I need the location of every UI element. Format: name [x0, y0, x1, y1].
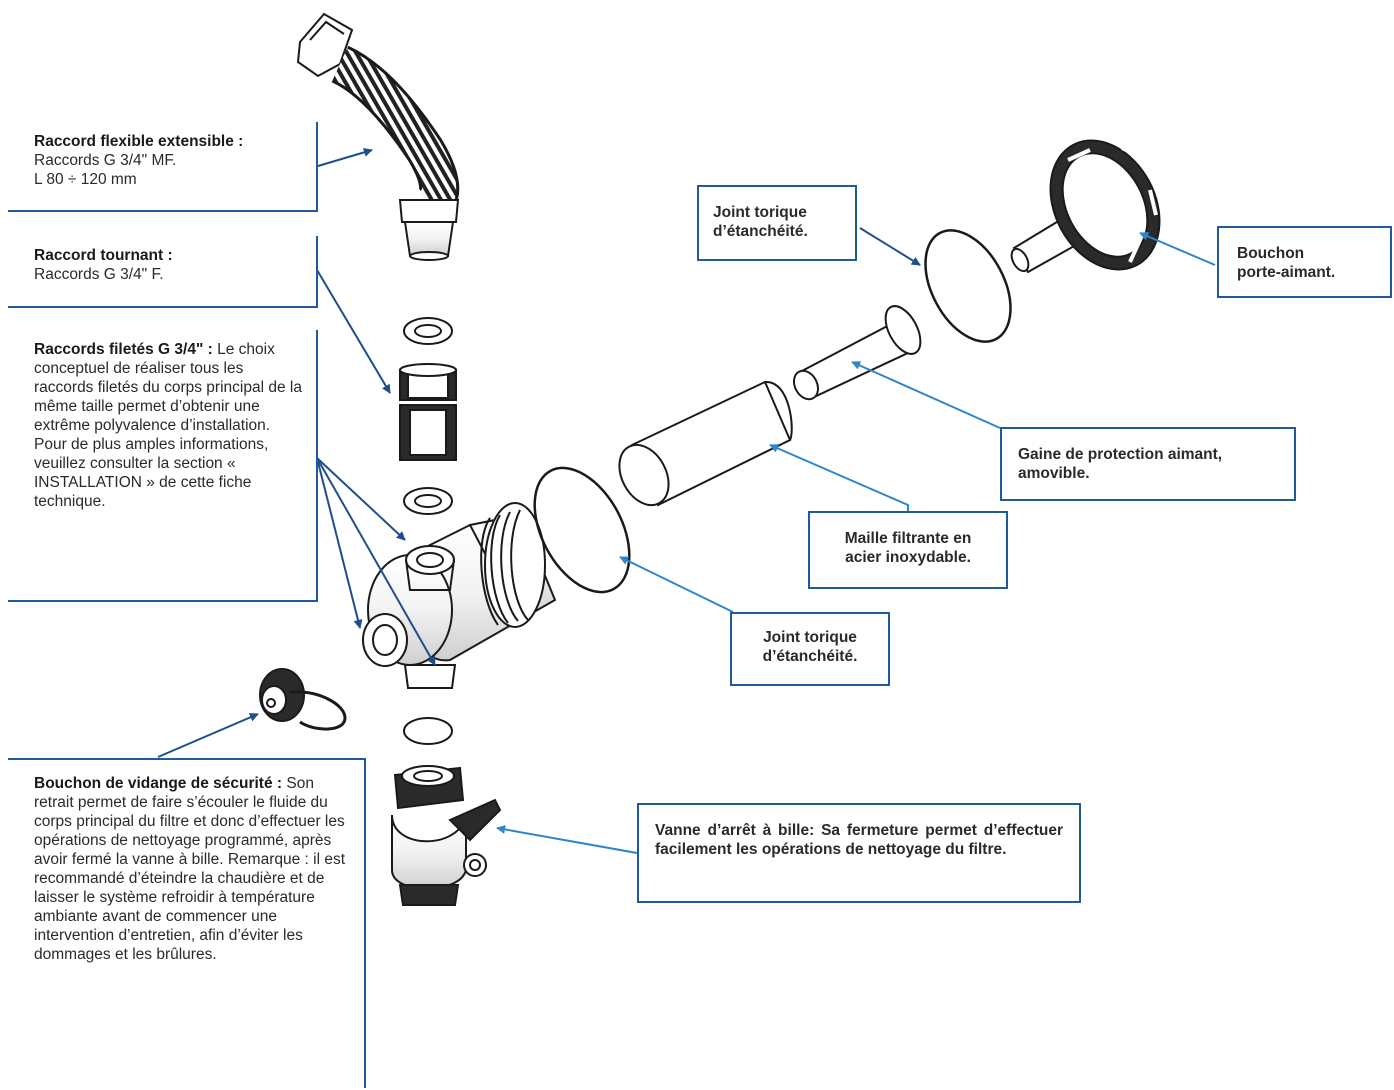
arrow-bouchon [1139, 232, 1216, 266]
callout-text: Bouchon [1237, 245, 1305, 262]
callout-text: Vanne d’arrêt à bille: Sa fermeture perm… [655, 822, 1063, 858]
magnet-sleeve-part [793, 305, 922, 401]
flexible-hose-part [296, 12, 460, 261]
callout-bouchon-porte-aimant: Bouchon porte-aimant. [1217, 226, 1392, 298]
callout-text: Joint torique [763, 629, 857, 646]
callout-vanne-arret: Vanne d’arrêt à bille: Sa fermeture perm… [637, 803, 1081, 903]
arrow-gaine [851, 361, 1001, 429]
arrow-filetes-3 [316, 457, 436, 666]
callout-text: Raccords G 3/4" F. [34, 266, 164, 283]
arrow-vidange [157, 713, 259, 758]
callout-text: Le choix conceptuel de réaliser tous les… [34, 341, 302, 510]
callout-joint-torique-haut: Joint torique d’étanchéité. [697, 185, 857, 261]
callout-text: Gaine de protection aimant, [1018, 446, 1223, 463]
callout-title: Bouchon de vidange de sécurité : [34, 775, 283, 792]
callout-text: Maille filtrante en [844, 530, 972, 547]
callout-joint-torique-bas: Joint torique d’étanchéité. [730, 612, 890, 686]
callout-text: acier inoxydable. [845, 549, 971, 566]
callout-title: Raccords filetés G 3/4" : [34, 341, 213, 358]
arrow-filetes-2 [316, 457, 363, 629]
arrow-flexible [317, 147, 373, 167]
callout-arrows [157, 147, 1216, 854]
callout-text: d’étanchéité. [713, 223, 808, 240]
callout-text: Son retrait permet de faire s’écouler le… [34, 775, 346, 963]
callout-text: d’étanchéité. [762, 648, 858, 665]
arrow-tournant [316, 269, 391, 394]
arrow-joint-haut [859, 227, 921, 266]
callout-maille-filtrante: Maille filtrante en acier inoxydable. [808, 511, 1008, 589]
arrow-joint-bas [619, 556, 734, 613]
callout-gaine-protection: Gaine de protection aimant, amovible. [1000, 427, 1296, 501]
filter-main-body [362, 502, 557, 689]
drain-plug-part [259, 668, 347, 731]
arrow-filetes-1 [316, 457, 406, 541]
arrow-maille [769, 444, 909, 511]
rotating-fitting-part [399, 317, 457, 515]
callout-text: amovible. [1018, 465, 1090, 482]
callout-raccords-filetes: Raccords filetés G 3/4" : Le choix conce… [8, 330, 318, 602]
magnet-holder-cap-part [1010, 139, 1161, 274]
ball-valve-part [391, 765, 502, 906]
washer-lower [403, 717, 453, 745]
filter-mesh-part [618, 380, 793, 507]
callout-text: Joint torique [713, 204, 807, 221]
callout-text: porte-aimant. [1237, 264, 1336, 281]
callout-text: Raccords G 3/4" MF. [34, 152, 177, 169]
callout-text: L 80 ÷ 120 mm [34, 171, 137, 188]
callout-title: Raccord tournant : [34, 247, 173, 264]
o-ring-upper [924, 229, 1012, 343]
callout-raccord-flexible: Raccord flexible extensible : Raccords G… [8, 122, 318, 212]
callout-title: Raccord flexible extensible : [34, 133, 244, 150]
o-ring-lower [533, 466, 631, 594]
callout-bouchon-vidange: Bouchon de vidange de sécurité : Son ret… [8, 758, 366, 1088]
arrow-vanne [496, 824, 638, 854]
callout-raccord-tournant: Raccord tournant : Raccords G 3/4" F. [8, 236, 318, 308]
